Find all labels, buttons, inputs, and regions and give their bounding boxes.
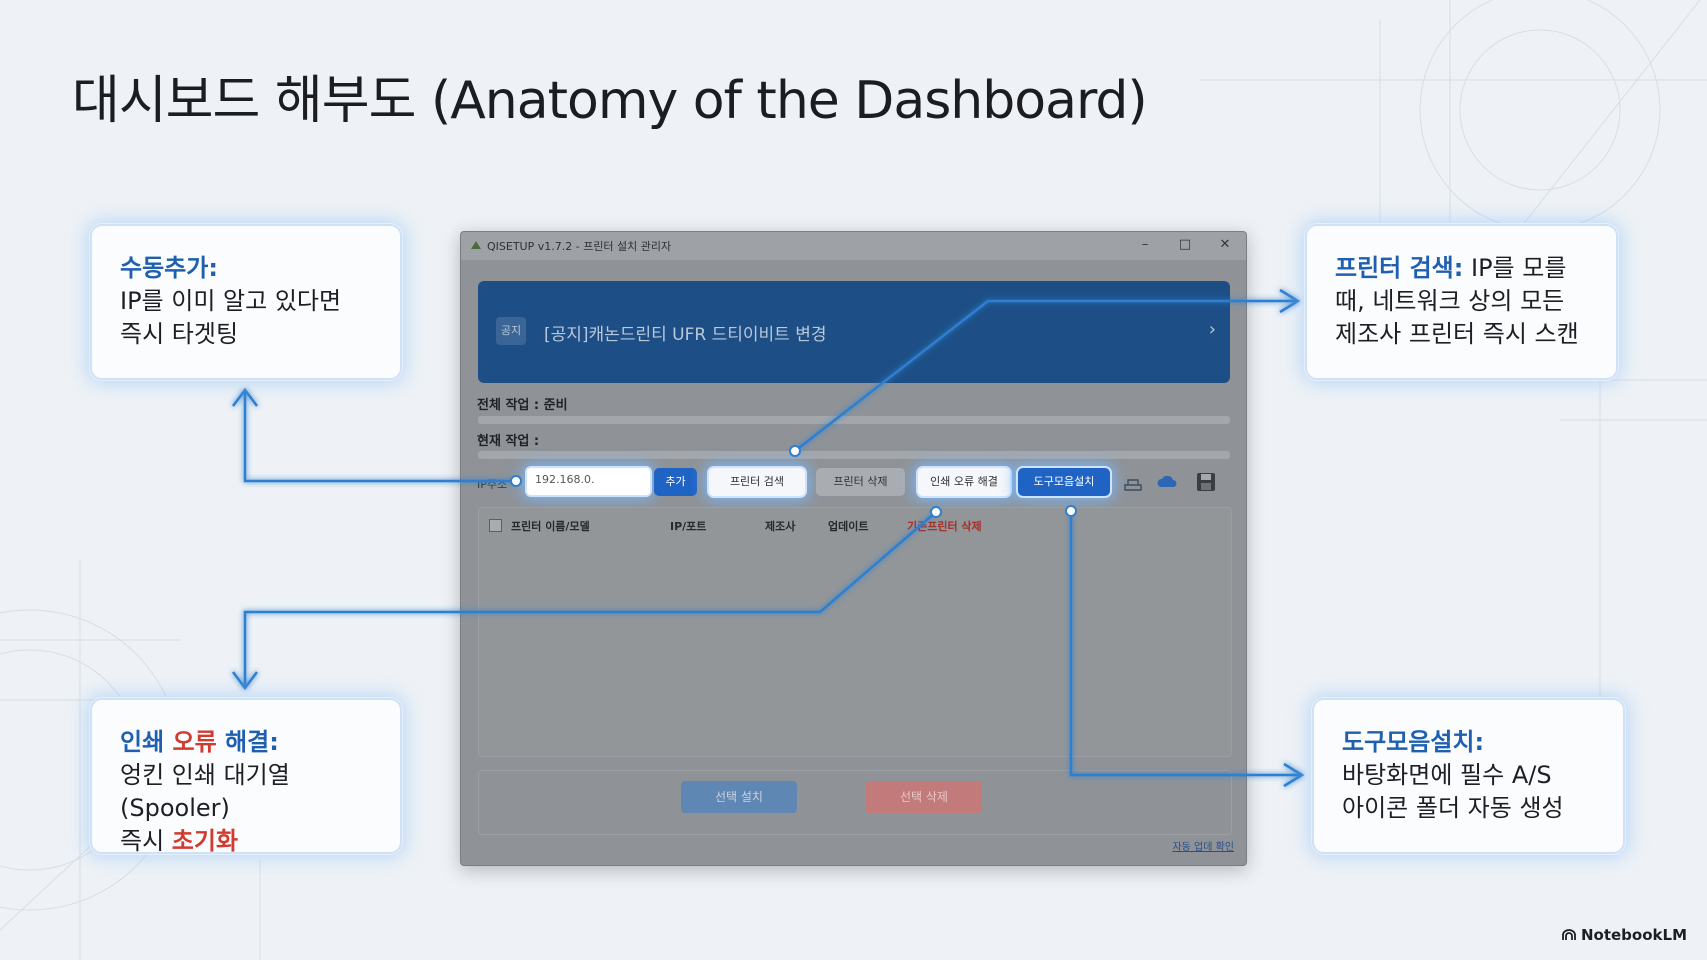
callout-printer-search: 프린터 검색: IP를 모를 때, 네트워크 상의 모든 제조사 프린터 즉시 … <box>1305 224 1618 380</box>
callout-heading: 해결: <box>216 728 279 756</box>
page-title: 대시보드 해부도 (Anatomy of the Dashboard) <box>72 71 1148 131</box>
callout-heading: 도구모음설치: <box>1342 728 1485 756</box>
callout-heading: 수동추가: <box>120 254 218 282</box>
callout-line: IP를 모를 <box>1463 254 1567 282</box>
callout-heading-red: 오류 <box>172 728 217 756</box>
callout-line: 때, 네트워크 상의 모든 <box>1335 287 1565 315</box>
minimize-icon[interactable]: – <box>1141 237 1149 252</box>
printer-icon[interactable] <box>1119 468 1147 496</box>
action-panel: 선택 설치 선택 삭제 <box>478 770 1232 835</box>
cloud-icon[interactable] <box>1153 468 1181 496</box>
table-header: 제조사 <box>765 520 796 533</box>
remove-selected-button[interactable]: 선택 삭제 <box>866 781 982 813</box>
printer-delete-button[interactable]: 프린터 삭제 <box>816 468 905 496</box>
callout-line: IP를 이미 알고 있다면 <box>120 287 342 315</box>
maximize-icon[interactable]: □ <box>1178 237 1192 252</box>
notice-tag: 공지 <box>496 317 526 345</box>
install-selected-button[interactable]: 선택 설치 <box>681 781 797 813</box>
select-all-checkbox[interactable] <box>489 519 502 532</box>
error-fix-anchor <box>930 506 942 518</box>
current-task-label: 현재 작업 : <box>477 434 540 449</box>
ip-input[interactable]: 192.168.0. <box>527 468 650 495</box>
printer-table: 프린터 이름/모델 IP/포트 제조사 업데이트 기존프린터 삭제 <box>478 507 1232 757</box>
callout-error-fix: 인쇄 오류 해결: 엉킨 인쇄 대기열(Spooler) 즉시 초기화 <box>90 698 402 855</box>
dashboard-window: QISETUP v1.7.2 - 프린터 설치 관리자 – □ ✕ 공지 [공지… <box>460 231 1247 866</box>
printer-search-connector <box>794 299 1296 452</box>
table-header: IP/포트 <box>670 520 707 533</box>
callout-heading: 인쇄 <box>120 728 173 756</box>
printer-search-arrowhead <box>1279 288 1301 314</box>
callout-line: 엉킨 인쇄 대기열(Spooler) <box>120 761 290 822</box>
brand-name: NotebookLM <box>1580 926 1687 944</box>
manual-add-arrowhead <box>232 387 258 407</box>
manual-add-anchor <box>510 475 522 487</box>
callout-line: 즉시 <box>120 827 172 855</box>
app-icon <box>471 241 481 249</box>
toolbar-arrowhead <box>1283 762 1305 788</box>
window-title: QISETUP v1.7.2 - 프린터 설치 관리자 <box>487 240 672 253</box>
callout-toolbar-install: 도구모음설치: 바탕화면에 필수 A/S 아이콘 폴더 자동 생성 <box>1312 698 1625 854</box>
notice-text: [공지]캐논드린티 UFR 드티이비트 변경 <box>544 325 827 345</box>
table-header: 업데이트 <box>828 520 869 533</box>
manual-add-connector <box>243 392 516 483</box>
chevron-right-icon[interactable]: › <box>1208 319 1216 340</box>
printer-search-anchor <box>789 445 801 457</box>
callout-line: 바탕화면에 필수 A/S <box>1342 761 1552 789</box>
toolbar-connector <box>1069 511 1300 777</box>
callout-line: 아이콘 폴더 자동 생성 <box>1342 794 1564 822</box>
current-progress-bar <box>478 451 1230 459</box>
toolbar-anchor <box>1065 505 1077 517</box>
printer-search-button[interactable]: 프린터 검색 <box>709 468 805 496</box>
update-check-link[interactable]: 자동 업데 확인 <box>1172 842 1234 853</box>
table-header: 기존프린터 삭제 <box>907 520 982 533</box>
callout-manual-add: 수동추가: IP를 이미 알고 있다면 즉시 타겟팅 <box>90 224 402 380</box>
callout-emphasis: 초기화 <box>171 827 239 855</box>
overall-task-label: 전체 작업 : 준비 <box>477 398 568 413</box>
brand-label: NotebookLM <box>1561 926 1687 944</box>
notice-banner[interactable]: 공지 [공지]캐논드린티 UFR 드티이비트 변경 › <box>478 281 1230 383</box>
callout-line: 즉시 타겟팅 <box>120 320 239 348</box>
overall-progress-bar <box>478 416 1230 424</box>
table-header: 프린터 이름/모델 <box>511 520 590 533</box>
callout-heading: 프린터 검색: <box>1335 254 1464 282</box>
add-button[interactable]: 추가 <box>654 468 697 496</box>
close-icon[interactable]: ✕ <box>1219 237 1231 252</box>
toolbar-install-button[interactable]: 도구모음설치 <box>1018 468 1110 496</box>
callout-line: 제조사 프린터 즉시 스캔 <box>1335 320 1579 348</box>
save-icon[interactable] <box>1192 468 1220 496</box>
notebooklm-logo-icon <box>1562 929 1576 940</box>
print-error-fix-button[interactable]: 인쇄 오류 해결 <box>918 468 1010 496</box>
window-titlebar: QISETUP v1.7.2 - 프린터 설치 관리자 – □ ✕ <box>461 232 1246 260</box>
error-fix-arrowhead <box>232 671 258 691</box>
error-fix-connector <box>243 511 937 686</box>
